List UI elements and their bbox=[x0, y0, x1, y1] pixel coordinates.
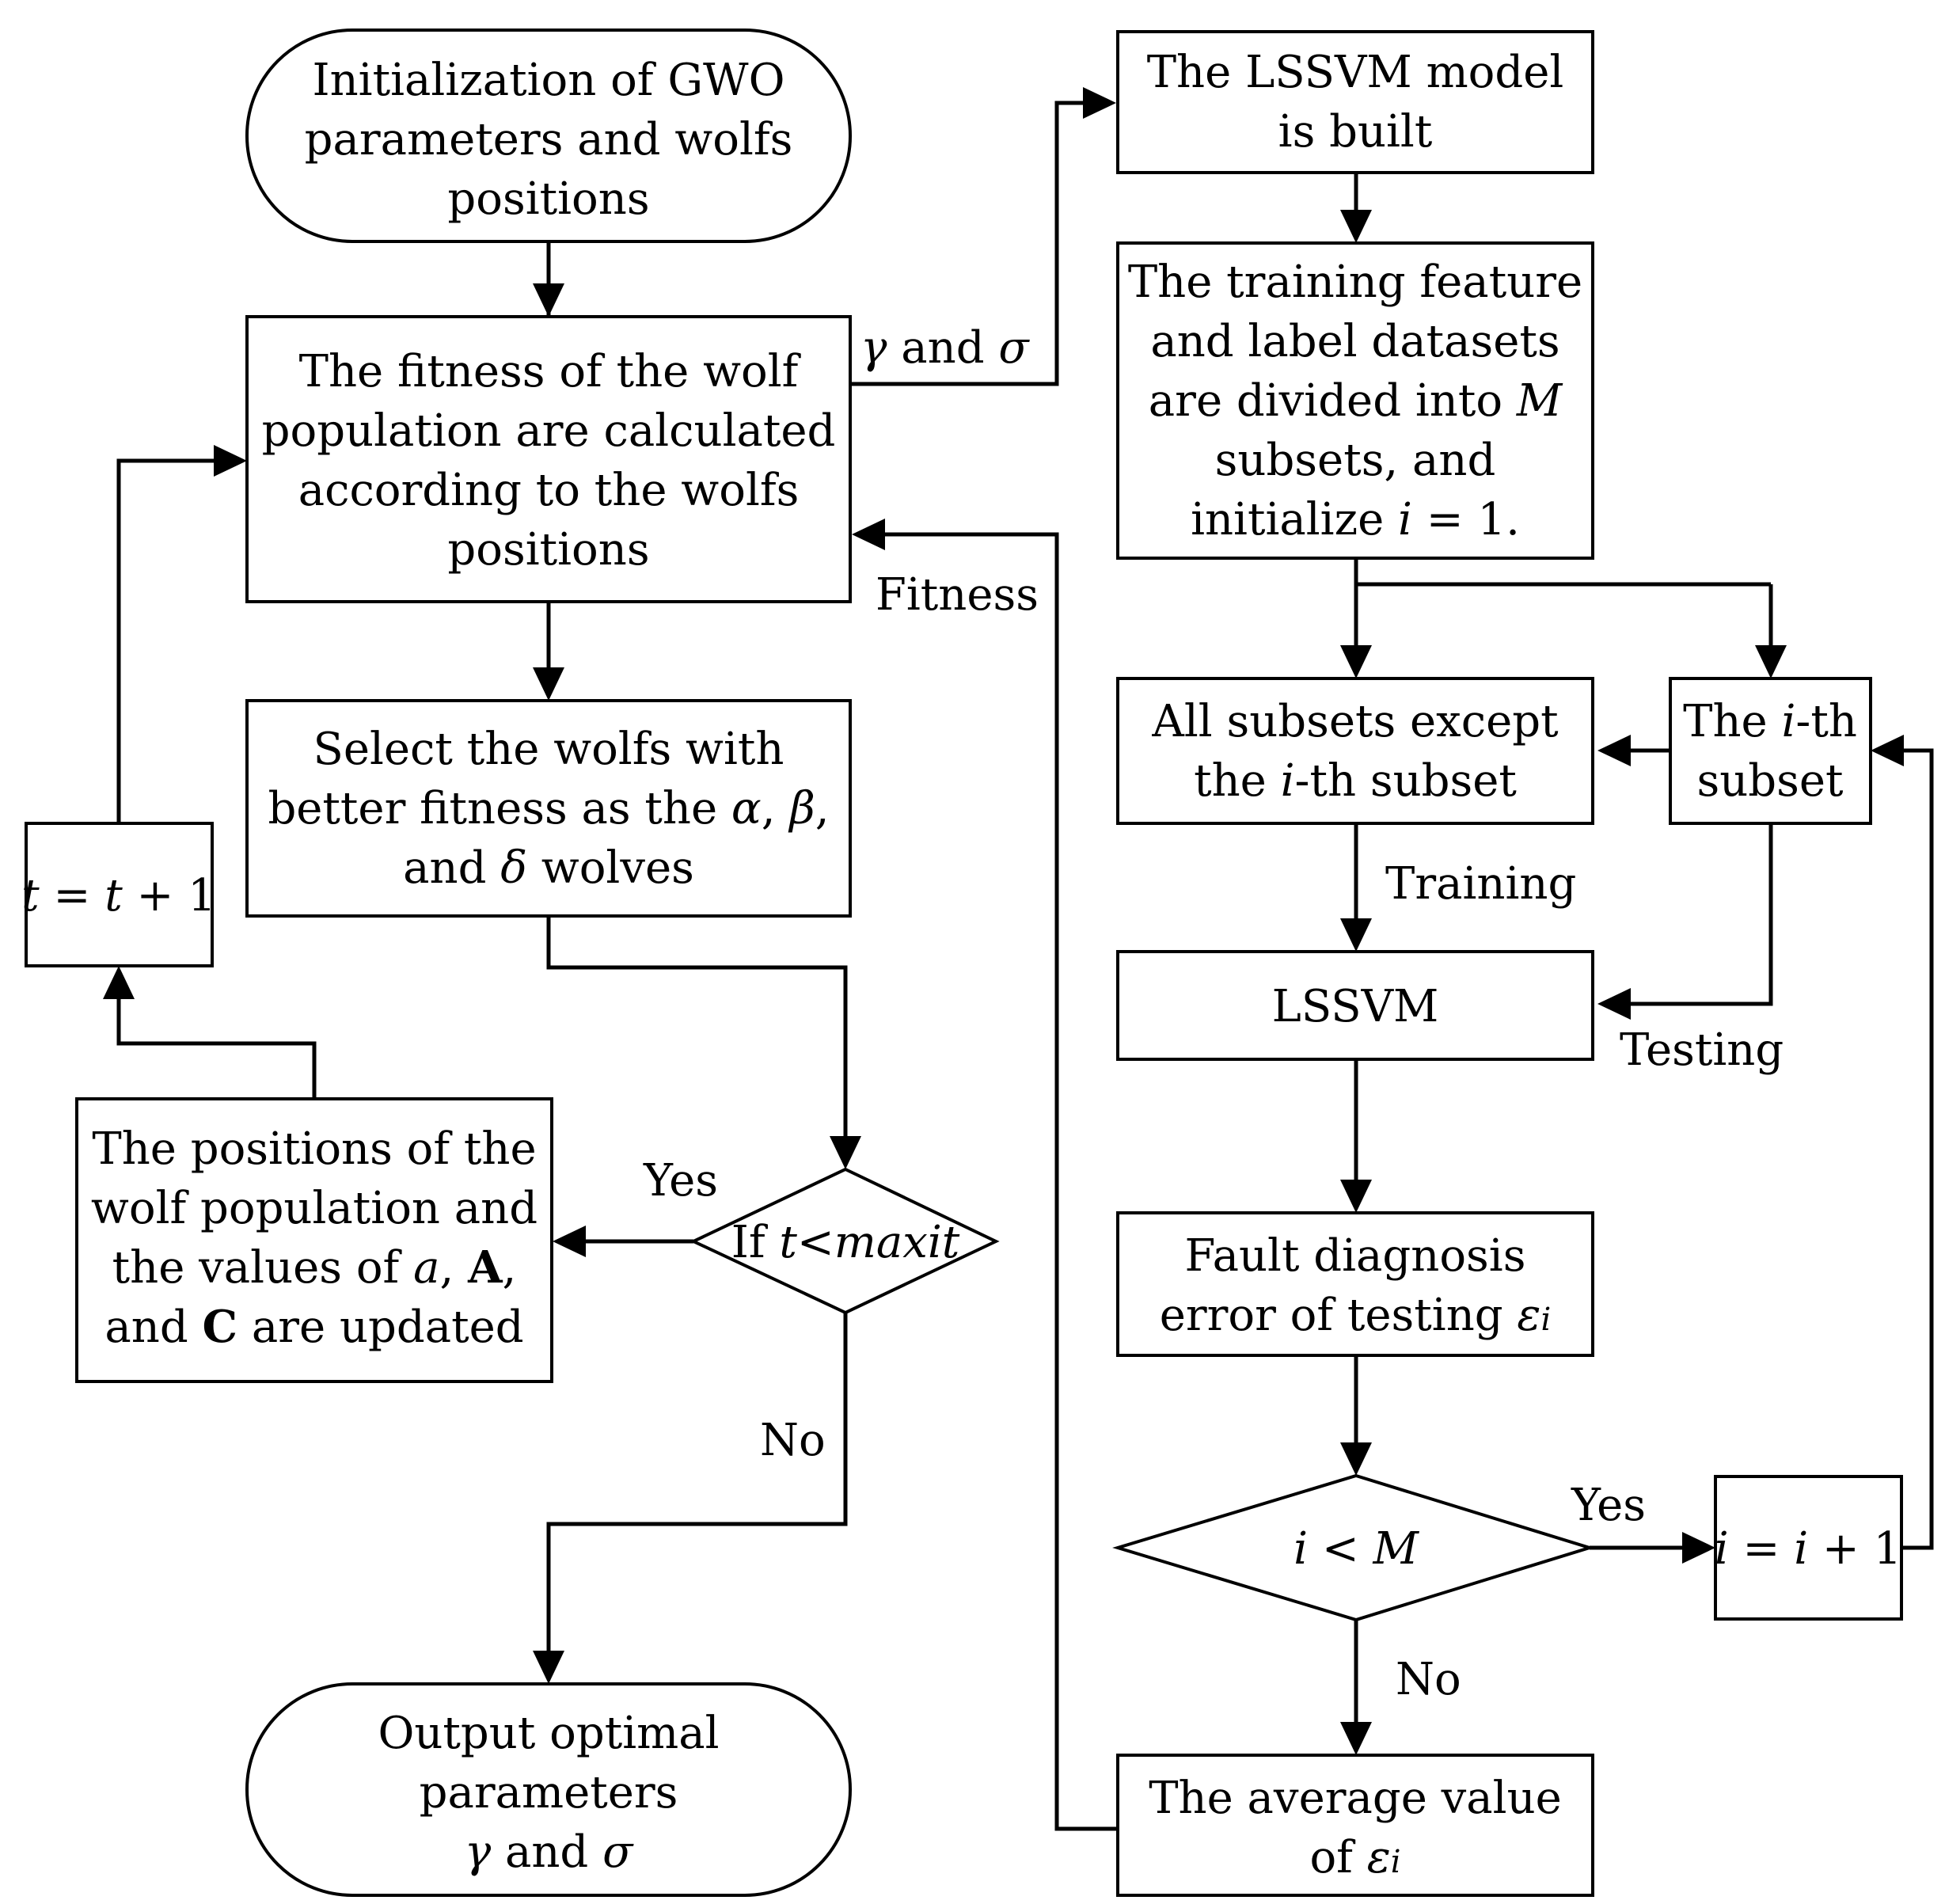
select-process: Select the wolfs with better fitness as … bbox=[245, 699, 852, 918]
output-line-1: Output optimal bbox=[378, 1708, 719, 1759]
select-line-2: better fitness as the α, β, bbox=[268, 783, 829, 834]
lssvm-process: LSSVM bbox=[1116, 950, 1594, 1061]
average-process: The average value of εi bbox=[1116, 1754, 1594, 1897]
arrowhead bbox=[1340, 1180, 1372, 1213]
arrowhead bbox=[1340, 645, 1372, 678]
update-process: The positions of the wolf population and… bbox=[75, 1097, 553, 1383]
arrowhead bbox=[533, 667, 564, 701]
all-subsets-line-2: the i-th subset bbox=[1194, 755, 1517, 807]
line-update-to-tinc bbox=[116, 999, 317, 1099]
label-training: Training bbox=[1385, 858, 1576, 910]
arrowhead bbox=[1682, 1532, 1715, 1564]
arrowhead bbox=[1755, 645, 1787, 678]
init-line-3: positions bbox=[447, 173, 649, 225]
fitness-line-4: positions bbox=[447, 524, 649, 576]
i-lt-m-text: i < M bbox=[1294, 1523, 1419, 1575]
line-divide-split bbox=[1354, 558, 1773, 645]
divide-line-5: initialize i = 1. bbox=[1191, 494, 1520, 545]
line-average-fitness-back bbox=[885, 532, 1118, 1831]
select-line-1: Select the wolfs with bbox=[313, 724, 784, 775]
label-no-left: No bbox=[760, 1415, 826, 1466]
init-line-2: parameters and wolfs bbox=[305, 114, 793, 165]
arrowhead bbox=[852, 519, 885, 550]
line-select-to-decision bbox=[546, 916, 848, 1136]
fault-line-2: error of testing εi bbox=[1160, 1290, 1552, 1341]
label-no-right: No bbox=[1396, 1654, 1461, 1705]
all-subsets-process: All subsets except the i-th subset bbox=[1116, 677, 1594, 825]
average-line-2: of εi bbox=[1309, 1832, 1400, 1883]
lssvm-built-line-1: The LSSVM model bbox=[1147, 47, 1564, 98]
select-line-3: and δ wolves bbox=[403, 842, 694, 894]
ith-subset-line-1: The i-th bbox=[1683, 696, 1857, 747]
arrowhead bbox=[103, 966, 135, 999]
label-testing: Testing bbox=[1620, 1024, 1784, 1076]
output-line-2: parameters bbox=[420, 1767, 678, 1818]
arrowhead bbox=[1340, 1722, 1372, 1755]
if-t-decision: If t<maxit bbox=[689, 1167, 1000, 1315]
arrowhead bbox=[1597, 735, 1631, 766]
label-yes-right: Yes bbox=[1571, 1480, 1646, 1531]
output-line-3: γ and σ bbox=[465, 1826, 634, 1878]
lssvm-label: LSSVM bbox=[1272, 981, 1439, 1032]
arrowhead bbox=[553, 1226, 586, 1257]
ith-subset-line-2: subset bbox=[1696, 755, 1844, 807]
fitness-line-1: The fitness of the wolf bbox=[299, 346, 802, 397]
lssvm-built-process: The LSSVM model is built bbox=[1116, 30, 1594, 174]
label-gamma-sigma: γ and σ bbox=[860, 322, 1030, 374]
label-fitness: Fitness bbox=[876, 569, 1039, 621]
update-line-1: The positions of the bbox=[92, 1123, 536, 1175]
arrowhead bbox=[1871, 735, 1904, 766]
fitness-process: The fitness of the wolf population are c… bbox=[245, 315, 852, 603]
divide-line-1: The training feature bbox=[1128, 257, 1582, 308]
update-line-3: the values of a, A, bbox=[112, 1241, 517, 1294]
update-line-4: and C are updated bbox=[104, 1301, 523, 1353]
arrowhead bbox=[1340, 1442, 1372, 1476]
label-yes-left: Yes bbox=[643, 1155, 718, 1207]
arrowhead bbox=[1597, 988, 1631, 1020]
line-tinc-to-fitness bbox=[116, 458, 214, 823]
divide-line-3: are divided into M bbox=[1149, 375, 1563, 427]
connectors bbox=[103, 87, 1934, 1831]
lssvm-built-line-2: is built bbox=[1278, 106, 1433, 158]
ith-subset-process: The i-th subset bbox=[1669, 677, 1872, 825]
arrowhead bbox=[1340, 918, 1372, 952]
edge-labels: γ and σ Fitness Yes No Training Testing … bbox=[643, 322, 1784, 1705]
update-line-2: wolf population and bbox=[91, 1183, 538, 1234]
t-increment-process: t = t + 1 bbox=[21, 822, 216, 967]
line-fitness-to-lssvm-params bbox=[851, 101, 1083, 386]
arrowhead bbox=[533, 283, 564, 317]
divide-line-4: subsets, and bbox=[1215, 435, 1496, 486]
arrowhead bbox=[214, 445, 247, 477]
i-lt-m-decision: i < M bbox=[1112, 1473, 1595, 1622]
output-terminal: Output optimal parameters γ and σ bbox=[245, 1682, 852, 1897]
fault-process: Fault diagnosis error of testing εi bbox=[1116, 1211, 1594, 1357]
divide-process: The training feature and label datasets … bbox=[1116, 241, 1594, 560]
arrowhead bbox=[1340, 210, 1372, 243]
i-increment-process: i = i + 1 bbox=[1714, 1475, 1903, 1621]
fitness-line-3: according to the wolfs bbox=[298, 465, 800, 516]
t-increment-text: t = t + 1 bbox=[21, 870, 216, 922]
init-terminal: Initialization of GWO parameters and wol… bbox=[245, 29, 852, 243]
line-iinc-to-ith bbox=[1901, 748, 1934, 1550]
average-line-1: The average value bbox=[1149, 1773, 1562, 1824]
i-increment-text: i = i + 1 bbox=[1715, 1523, 1902, 1575]
arrowhead bbox=[1083, 87, 1116, 119]
fault-line-1: Fault diagnosis bbox=[1185, 1230, 1526, 1282]
arrowhead bbox=[830, 1136, 861, 1169]
fitness-line-2: population are calculated bbox=[262, 405, 836, 457]
arrowhead bbox=[533, 1651, 564, 1684]
if-t-text: If t<maxit bbox=[731, 1217, 960, 1268]
line-ith-to-lssvm-testing bbox=[1631, 823, 1773, 1006]
line-decision-no-to-output bbox=[546, 1313, 848, 1651]
init-line-1: Initialization of GWO bbox=[312, 55, 784, 106]
divide-line-2: and label datasets bbox=[1150, 316, 1559, 367]
all-subsets-line-1: All subsets except bbox=[1151, 696, 1559, 747]
